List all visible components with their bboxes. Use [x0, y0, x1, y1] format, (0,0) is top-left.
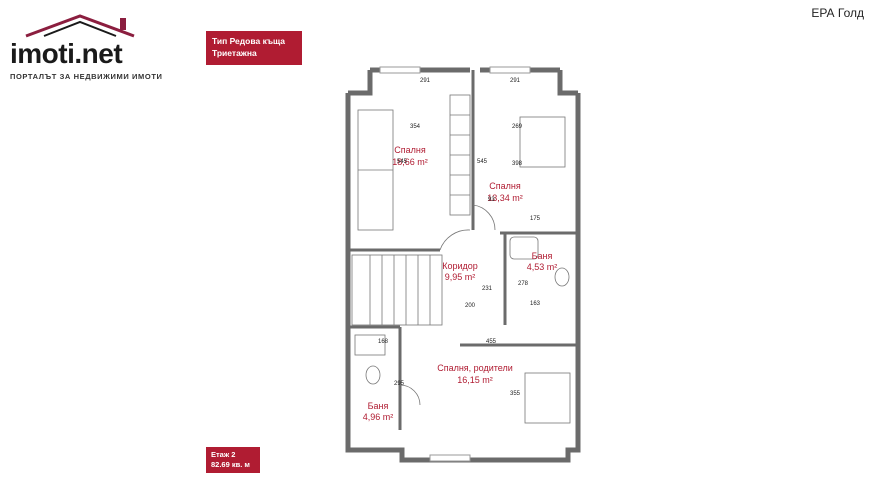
room-name: Коридор — [442, 261, 478, 271]
property-type-box: Тип Редова къща Триетажна — [206, 31, 302, 65]
logo-text: imoti.net — [10, 38, 123, 69]
dim-label: 231 — [482, 286, 493, 292]
house-roof-icon — [25, 14, 135, 38]
room-area: 9,95 m² — [445, 272, 476, 282]
room-area: 16,15 m² — [457, 375, 493, 385]
room-name: Баня — [368, 401, 389, 411]
floor-info-box: Етаж 2 82.69 кв. м — [206, 447, 260, 473]
dim-label: 278 — [518, 281, 529, 287]
room-name: Баня — [532, 251, 553, 261]
dim-label: 291 — [510, 78, 521, 84]
dim-label: 545 — [477, 159, 488, 165]
room-area: 4,96 m² — [363, 412, 394, 422]
dim-label: 355 — [510, 391, 521, 397]
floor-plan: Спалня 18,66 m² Спалня 13,34 m² Коридор … — [345, 66, 581, 463]
agency-name: ЕРА Голд — [811, 6, 864, 20]
dimension-labels: 291 291 354 545 269 398 545 93 175 231 2… — [378, 78, 541, 397]
dim-label: 455 — [486, 339, 497, 345]
dim-label: 200 — [465, 303, 476, 309]
property-type-line1: Тип Редова къща — [212, 36, 286, 46]
dim-label: 175 — [530, 216, 541, 222]
dim-label: 269 — [512, 124, 523, 130]
dim-label: 168 — [378, 339, 389, 345]
floor-label: Етаж 2 — [211, 450, 236, 459]
furniture — [351, 94, 571, 424]
room-name: Спалня — [489, 181, 521, 191]
room-area: 13,34 m² — [487, 193, 523, 203]
dim-label: 291 — [420, 78, 431, 84]
room-labels: Спалня 18,66 m² Спалня 13,34 m² Коридор … — [363, 145, 558, 422]
floor-area: 82.69 кв. м — [211, 460, 250, 469]
room-area: 18,66 m² — [392, 157, 428, 167]
dim-label: 163 — [530, 301, 541, 307]
room-area: 4,53 m² — [527, 262, 558, 272]
property-type-line2: Триетажна — [212, 48, 257, 58]
outer-walls — [345, 67, 581, 463]
dim-label: 354 — [410, 124, 421, 130]
room-name: Спалня, родители — [437, 363, 513, 373]
room-name: Спалня — [394, 145, 426, 155]
dim-label: 398 — [512, 161, 523, 167]
dim-label: 93 — [488, 197, 495, 203]
dim-label: 545 — [397, 159, 408, 165]
imoti-logo[interactable]: imoti.net ПОРТАЛЪТ ЗА НЕДВИЖИМИ ИМОТИ — [8, 10, 168, 81]
windows — [379, 66, 531, 462]
dim-label: 295 — [394, 381, 405, 387]
logo-tagline: ПОРТАЛЪТ ЗА НЕДВИЖИМИ ИМОТИ — [10, 72, 163, 81]
